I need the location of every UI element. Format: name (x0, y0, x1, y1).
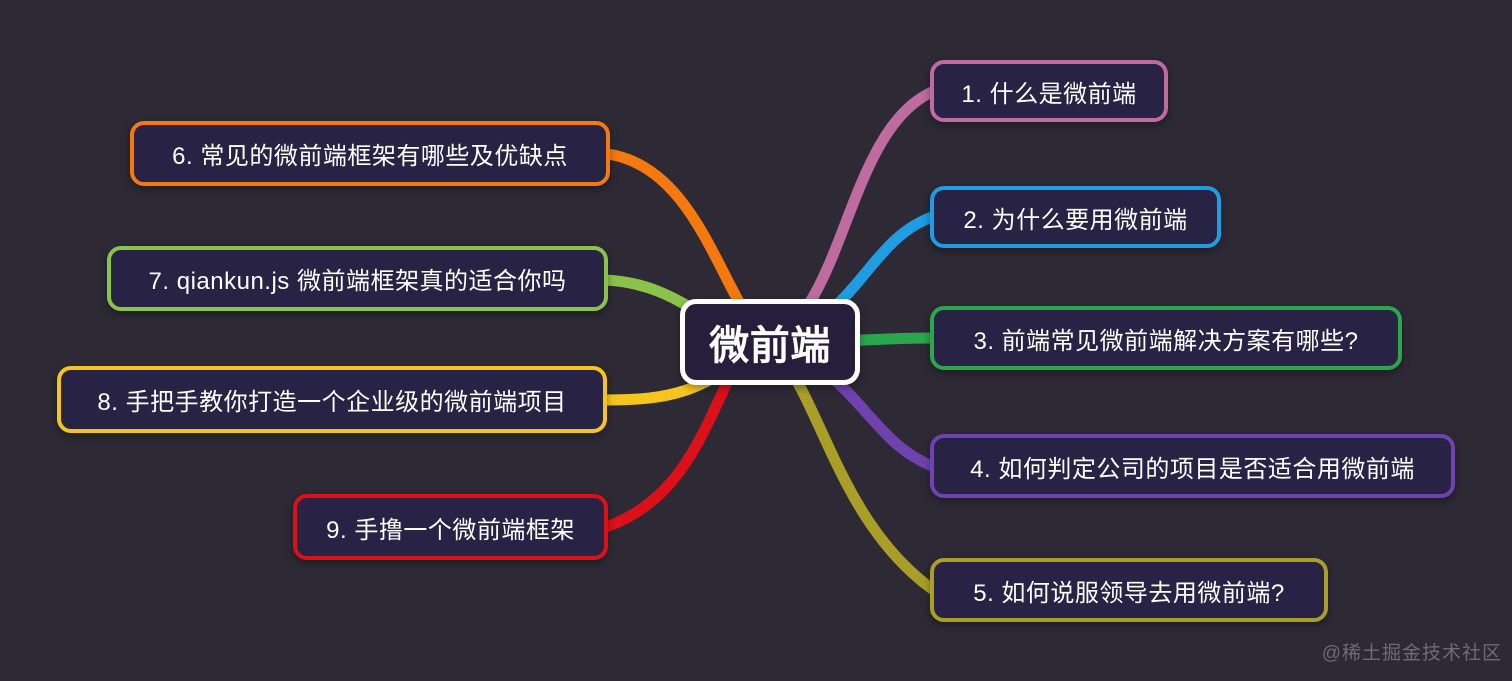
node-label: 9. 手撸一个微前端框架 (326, 516, 575, 544)
node-convince-leadership[interactable]: 5. 如何说服领导去用微前端? (930, 558, 1328, 622)
juejin-watermark: @稀土掘金技术社区 (1321, 643, 1502, 664)
node-label: 8. 手把手教你打造一个企业级的微前端项目 (97, 389, 567, 416)
node-common-solutions[interactable]: 3. 前端常见微前端解决方案有哪些? (930, 306, 1402, 370)
node-label: 5. 如何说服领导去用微前端? (973, 579, 1285, 607)
node-qiankun-suitable[interactable]: 7. qiankun.js 微前端框架真的适合你吗 (107, 246, 608, 311)
node-label: 6. 常见的微前端框架有哪些及优缺点 (172, 143, 568, 170)
node-label: 4. 如何判定公司的项目是否适合用微前端 (970, 455, 1415, 483)
node-what-is-micro-frontend[interactable]: 1. 什么是微前端 (930, 60, 1168, 122)
node-label: 2. 为什么要用微前端 (963, 206, 1188, 234)
node-build-own-framework[interactable]: 9. 手撸一个微前端框架 (293, 494, 608, 560)
root-node-label: 微前端 (709, 324, 831, 368)
node-why-use-micro-frontend[interactable]: 2. 为什么要用微前端 (930, 186, 1221, 248)
node-label: 7. qiankun.js 微前端框架真的适合你吗 (148, 268, 567, 295)
node-label: 1. 什么是微前端 (961, 80, 1137, 108)
root-node-micro-frontend[interactable]: 微前端 (680, 299, 860, 385)
node-build-enterprise-project[interactable]: 8. 手把手教你打造一个企业级的微前端项目 (57, 366, 607, 433)
edge-node-5 (769, 344, 938, 595)
node-is-project-suitable[interactable]: 4. 如何判定公司的项目是否适合用微前端 (930, 434, 1455, 498)
node-common-frameworks-pros-cons[interactable]: 6. 常见的微前端框架有哪些及优缺点 (130, 121, 610, 186)
node-label: 3. 前端常见微前端解决方案有哪些? (973, 327, 1359, 355)
